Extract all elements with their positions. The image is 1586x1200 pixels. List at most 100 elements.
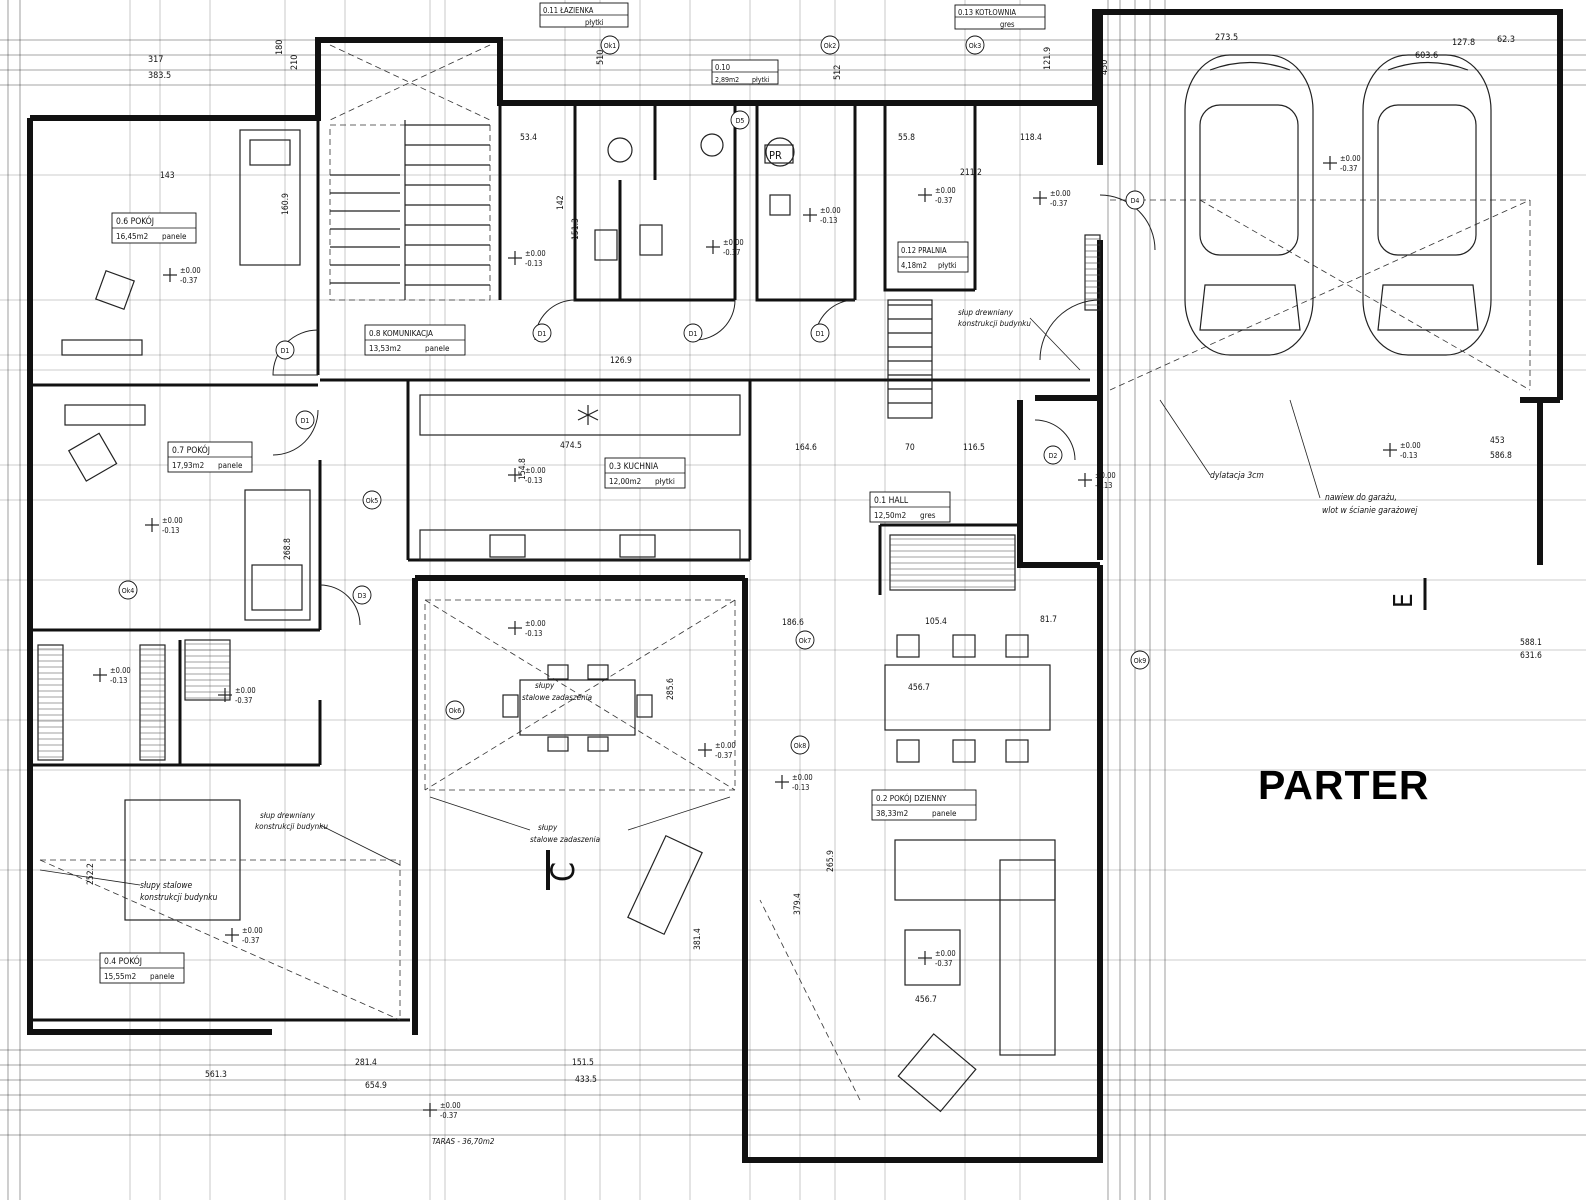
level-value: -0.13 <box>820 216 837 225</box>
level-value: ±0.00 <box>180 266 201 275</box>
svg-text:płytki: płytki <box>938 261 957 270</box>
level-value: ±0.00 <box>820 206 841 215</box>
dimension-label: 160.9 <box>281 193 291 215</box>
svg-text:Ok6: Ok6 <box>449 707 462 715</box>
svg-text:Ok5: Ok5 <box>366 497 379 505</box>
level-value: -0.13 <box>525 476 542 485</box>
door-tag: Ok1 <box>600 35 620 55</box>
level-marker: ±0.00-0.37 <box>225 926 263 945</box>
dimension-label: 53.4 <box>520 133 537 143</box>
svg-text:D2: D2 <box>1049 452 1058 460</box>
dining-table-2 <box>884 664 1051 731</box>
level-marker: ±0.00-0.37 <box>918 949 956 968</box>
dining-table <box>519 679 636 736</box>
door-tag: Ok2 <box>820 35 840 55</box>
level-value: -0.13 <box>162 526 179 535</box>
level-marker: ±0.00-0.37 <box>918 186 956 205</box>
dimension-label: 143 <box>160 171 175 181</box>
svg-text:gres: gres <box>920 511 936 520</box>
dimension-label: 281.4 <box>355 1058 377 1068</box>
note-garage-air-a: nawiew do garażu, <box>1325 493 1397 503</box>
interior-walls <box>30 103 1090 1022</box>
bed-room-0-7 <box>244 489 311 621</box>
door-tag: D4 <box>1125 190 1145 210</box>
level-marker: ±0.00-0.37 <box>706 238 744 257</box>
level-value: -0.13 <box>525 259 542 268</box>
level-value: -0.37 <box>935 959 952 968</box>
level-marker: ±0.00-0.13 <box>803 206 841 225</box>
note-timber-column-2b: konstrukcji budynku <box>255 822 328 831</box>
svg-text:4,18m2: 4,18m2 <box>901 261 927 270</box>
level-value: ±0.00 <box>242 926 263 935</box>
dimension-label: 252.2 <box>86 863 96 885</box>
level-value: -0.13 <box>525 629 542 638</box>
note-dilatation: dylatacja 3cm <box>1210 471 1264 481</box>
dimension-label: 456.7 <box>908 683 930 693</box>
level-value: -0.13 <box>1095 481 1112 490</box>
svg-text:płytki: płytki <box>655 477 675 486</box>
svg-text:Ok8: Ok8 <box>794 742 807 750</box>
svg-text:D1: D1 <box>281 347 290 355</box>
closet-hatching <box>37 234 1101 761</box>
bed-room-0-6 <box>239 129 301 266</box>
pr-label: PR <box>769 149 782 162</box>
svg-text:12,00m2: 12,00m2 <box>609 477 641 486</box>
structural-dashed-lines <box>39 44 1531 1101</box>
room-tag-0-3: 0.3 KUCHNIA 12,00m2 płytki <box>604 457 686 489</box>
level-marker: ±0.00-0.37 <box>1033 189 1071 208</box>
svg-text:0.7 POKÓJ: 0.7 POKÓJ <box>172 444 210 456</box>
svg-text:D4: D4 <box>1131 197 1140 205</box>
dimension-label: 154.8 <box>518 458 528 480</box>
level-value: ±0.00 <box>525 249 546 258</box>
dimension-label: 317 <box>148 55 163 65</box>
dimension-label: 379.4 <box>793 893 803 915</box>
svg-text:Ok4: Ok4 <box>122 587 135 595</box>
svg-text:panele: panele <box>218 461 243 470</box>
level-value: -0.37 <box>935 196 952 205</box>
level-value: ±0.00 <box>1400 441 1421 450</box>
kitchen-counter-bottom <box>419 529 741 561</box>
terrace-label: TARAS - 36,70m2 <box>432 1137 495 1146</box>
dimension-label: 456.7 <box>915 995 937 1005</box>
staircase <box>330 120 933 419</box>
dimension-label: 180 <box>275 40 285 55</box>
level-marker: ±0.00-0.37 <box>1323 154 1361 173</box>
door-tag: D3 <box>352 585 372 605</box>
level-value: ±0.00 <box>235 686 256 695</box>
level-value: ±0.00 <box>935 949 956 958</box>
svg-text:0.3 KUCHNIA: 0.3 KUCHNIA <box>609 462 659 472</box>
room-tag-0-10: 0.10 2,89m2 płytki <box>711 59 779 85</box>
dimension-label: 118.4 <box>1020 133 1042 143</box>
svg-text:panele: panele <box>150 972 175 981</box>
svg-text:0.1 HALL: 0.1 HALL <box>874 496 909 506</box>
level-value: -0.37 <box>715 751 732 760</box>
door-tag: Ok9 <box>1130 650 1150 670</box>
note-steel-column-a: słupy stalowe <box>140 881 193 891</box>
svg-text:0.4 POKÓJ: 0.4 POKÓJ <box>104 955 142 967</box>
svg-text:0.10: 0.10 <box>715 63 730 72</box>
sun-lounger <box>627 834 703 936</box>
level-value: -0.37 <box>723 248 740 257</box>
svg-text:Ok2: Ok2 <box>824 42 837 50</box>
door-tag: D1 <box>683 323 703 343</box>
dimension-label: 285.6 <box>666 678 676 700</box>
bed-room-0-4 <box>124 799 241 921</box>
room-label-tags: 0.6 POKÓJ 16,45m2 panele 0.7 POKÓJ 17,93… <box>99 2 1046 984</box>
level-value: -0.13 <box>1400 451 1417 460</box>
dimension-label: 164.6 <box>795 443 817 453</box>
door-tag: Ok5 <box>362 490 382 510</box>
svg-text:Ok9: Ok9 <box>1134 657 1147 665</box>
dimension-label: 121.9 <box>1043 47 1053 70</box>
dimension-label: 512 <box>833 65 843 80</box>
level-value: ±0.00 <box>525 619 546 628</box>
note-timber-column-1b: konstrukcji budynku <box>958 319 1031 328</box>
level-value: ±0.00 <box>792 773 813 782</box>
svg-text:D3: D3 <box>358 592 367 600</box>
dimension-label: 70 <box>905 443 915 453</box>
level-value: -0.13 <box>110 676 127 685</box>
dimension-label: 126.9 <box>610 356 632 366</box>
svg-text:D1: D1 <box>301 417 310 425</box>
svg-text:płytki: płytki <box>585 18 604 27</box>
dimension-label: 81.7 <box>1040 615 1057 625</box>
